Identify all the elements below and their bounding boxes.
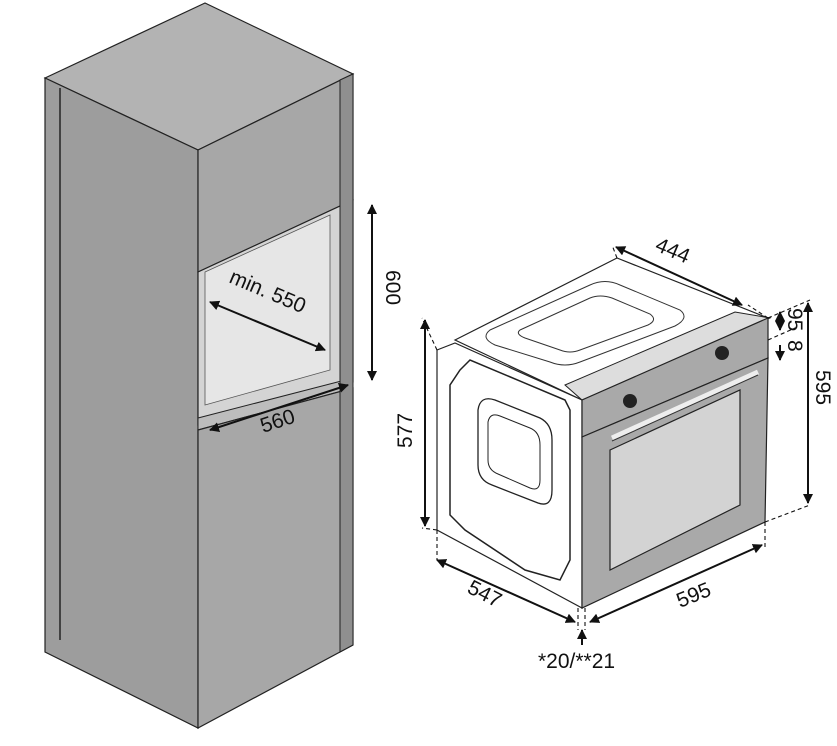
shelf-width-arrow (209, 383, 349, 432)
width-label: 595 (673, 578, 714, 612)
oven-knob-right[interactable] (715, 346, 729, 360)
top-depth-label: 444 (652, 233, 694, 268)
width-arrow (589, 544, 763, 623)
cabinet-right-edge (339, 73, 354, 653)
tall-cabinet (43, 2, 355, 730)
top-depth-arrow (615, 246, 743, 306)
built-in-oven (436, 257, 772, 610)
cabinet-side (44, 77, 199, 729)
depth-label: 547 (464, 576, 506, 612)
depth-arrow (436, 559, 576, 623)
oven-top-embossing (485, 281, 685, 366)
oven-knob-left[interactable] (623, 394, 637, 408)
panel-8-label: 8 (783, 340, 806, 352)
niche-height-label: 600 (381, 270, 404, 305)
oven-glass (609, 389, 741, 571)
oven-handle[interactable] (610, 369, 760, 441)
oven-front-trim (564, 311, 772, 401)
oven-side-window-inner (487, 414, 541, 490)
niche-width-arrow (209, 300, 326, 352)
oven-top-inner (517, 295, 654, 353)
cabinet-front-lower (197, 387, 354, 730)
body-height-label: 577 (394, 413, 417, 448)
oven-handle-outline (611, 374, 759, 442)
front-offset-label: *20/**21 (538, 650, 615, 673)
height-label: 595 (811, 370, 834, 405)
oven-side-window (477, 398, 553, 505)
panel-95-label: 95 (783, 308, 806, 331)
